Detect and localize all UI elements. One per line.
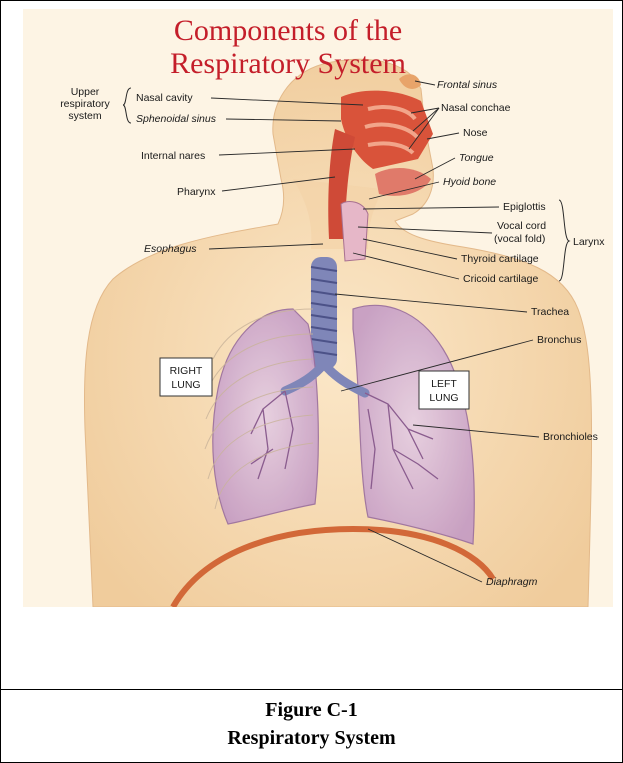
- frontal-sinus-label: Frontal sinus: [437, 79, 498, 91]
- respiratory-system-illustration: Components of the Respiratory System Upp…: [23, 9, 613, 607]
- hyoid-bone-label: Hyoid bone: [443, 176, 496, 188]
- figure-caption: Figure C-1 Respiratory System: [1, 696, 622, 752]
- caption-divider: [1, 689, 622, 690]
- right-lung-label-1: RIGHT: [170, 365, 203, 377]
- left-lung-label-2: LUNG: [429, 392, 458, 404]
- nose-label: Nose: [463, 127, 488, 139]
- nasal-conchae-label: Nasal conchae: [441, 102, 511, 114]
- upper-respiratory-label-3: system: [68, 110, 102, 122]
- bronchioles-label: Bronchioles: [543, 431, 598, 443]
- vocal-cord-label-1: Vocal cord: [497, 220, 546, 232]
- esophagus-label: Esophagus: [144, 243, 197, 255]
- right-lung-label-2: LUNG: [171, 379, 200, 391]
- diaphragm-label: Diaphragm: [486, 576, 538, 588]
- caption-figure-title: Respiratory System: [1, 724, 622, 752]
- caption-figure-number: Figure C-1: [1, 696, 622, 724]
- right-lung-box: RIGHT LUNG: [160, 358, 212, 396]
- sphenoidal-sinus-label: Sphenoidal sinus: [136, 113, 217, 125]
- left-lung-label-1: LEFT: [431, 378, 457, 390]
- vocal-cord-label-2: (vocal fold): [494, 233, 545, 245]
- pharynx-label: Pharynx: [177, 186, 216, 198]
- larynx-label: Larynx: [573, 236, 605, 248]
- bronchus-label: Bronchus: [537, 334, 581, 346]
- thyroid-cartilage-label: Thyroid cartilage: [461, 253, 539, 265]
- tongue-label: Tongue: [459, 152, 494, 164]
- left-lung-box: LEFT LUNG: [419, 371, 469, 409]
- nasal-cavity-label: Nasal cavity: [136, 92, 193, 104]
- cricoid-cartilage-label: Cricoid cartilage: [463, 273, 538, 285]
- upper-respiratory-label-2: respiratory: [60, 98, 110, 110]
- title-line-2: Respiratory System: [170, 47, 406, 80]
- internal-nares-label: Internal nares: [141, 150, 205, 162]
- trachea-label: Trachea: [531, 306, 569, 318]
- epiglottis-label: Epiglottis: [503, 201, 546, 213]
- title-line-1: Components of the: [174, 14, 402, 47]
- larynx-shape: [341, 201, 368, 261]
- upper-respiratory-label-1: Upper: [71, 86, 100, 98]
